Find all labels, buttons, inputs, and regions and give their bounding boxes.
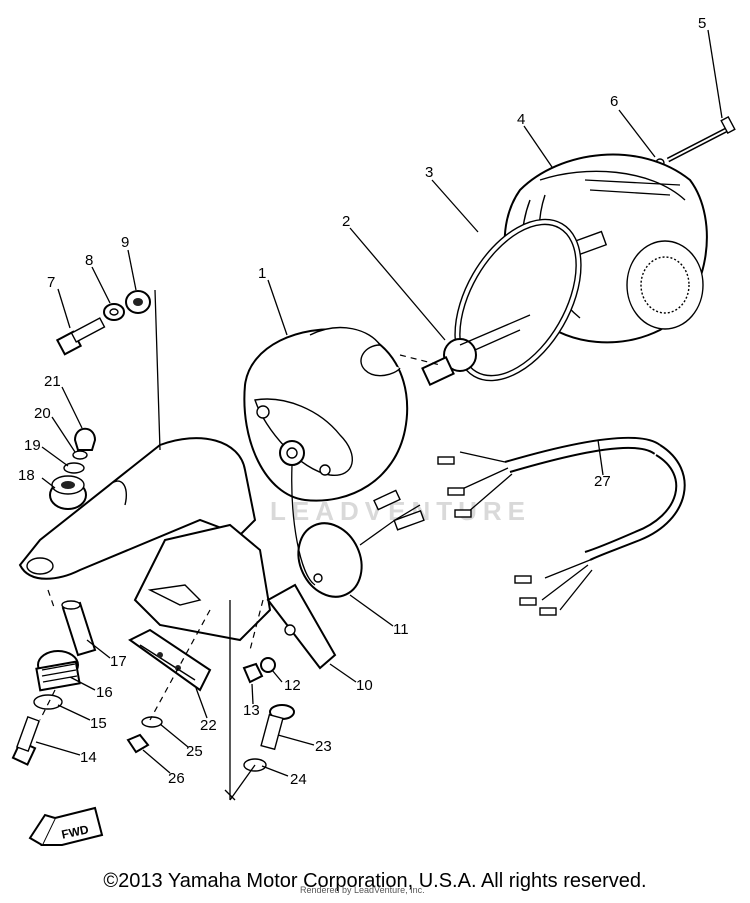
callout-11: 11 — [393, 621, 409, 638]
part-bolt-14 — [11, 716, 41, 766]
part-nut-26 — [126, 733, 150, 754]
part-collar-17 — [61, 600, 97, 657]
part-washer-15 — [33, 694, 63, 710]
part-washer-19 — [63, 462, 85, 474]
callout-15: 15 — [90, 715, 107, 732]
callout-14: 14 — [80, 749, 97, 766]
callout-9: 9 — [121, 234, 129, 251]
callout-5: 5 — [698, 15, 706, 32]
part-grommet-16 — [35, 650, 81, 692]
callout-17: 17 — [110, 653, 127, 670]
callout-19: 19 — [24, 437, 41, 454]
part-bolt-23 — [260, 704, 295, 751]
callout-10: 10 — [356, 677, 373, 694]
callout-8: 8 — [85, 252, 93, 269]
part-plate-22 — [128, 628, 212, 692]
callout-26: 26 — [168, 770, 185, 787]
part-lamp-base — [243, 327, 409, 502]
callout-7: 7 — [47, 274, 55, 291]
callout-4: 4 — [517, 111, 525, 128]
copyright-notice: ©2013 Yamaha Motor Corporation, U.S.A. A… — [103, 870, 647, 892]
part-grommet-18 — [49, 475, 87, 510]
part-washer-12 — [260, 657, 276, 673]
callout-16: 16 — [96, 684, 113, 701]
callout-27: 27 — [594, 473, 611, 490]
part-stay-bracket — [18, 437, 337, 670]
part-screw-long — [666, 115, 736, 163]
callout-12: 12 — [284, 677, 301, 694]
callout-leaders — [35, 29, 723, 777]
callout-22: 22 — [200, 717, 217, 734]
part-wire-harness — [291, 436, 686, 616]
callout-23: 23 — [315, 738, 332, 755]
callout-labels: 1 2 3 4 5 6 7 8 9 10 11 12 13 14 15 16 1… — [18, 15, 706, 788]
part-nut-9 — [125, 290, 151, 314]
part-bolt-7 — [55, 317, 106, 356]
callout-6: 6 — [610, 93, 618, 110]
fwd-label: FWD — [60, 822, 90, 841]
callout-2: 2 — [342, 213, 350, 230]
fwd-arrow-icon: FWD — [28, 806, 104, 846]
part-washer-25 — [141, 716, 163, 728]
callout-3: 3 — [425, 164, 433, 181]
assembly-guide-lines — [39, 289, 521, 801]
callout-21: 21 — [44, 373, 61, 390]
callout-24: 24 — [290, 771, 307, 788]
part-bulb — [421, 314, 531, 386]
part-cap-nut-21 — [73, 427, 97, 451]
part-nut-13 — [242, 662, 264, 684]
callout-13: 13 — [243, 702, 260, 719]
callout-25: 25 — [186, 743, 203, 760]
callout-18: 18 — [18, 467, 35, 484]
part-reflector — [297, 522, 363, 598]
part-washer-20 — [72, 450, 88, 460]
callout-1: 1 — [258, 265, 266, 282]
render-credit: Rendered by LeadVenture, Inc. — [300, 885, 425, 895]
callout-20: 20 — [34, 405, 51, 422]
